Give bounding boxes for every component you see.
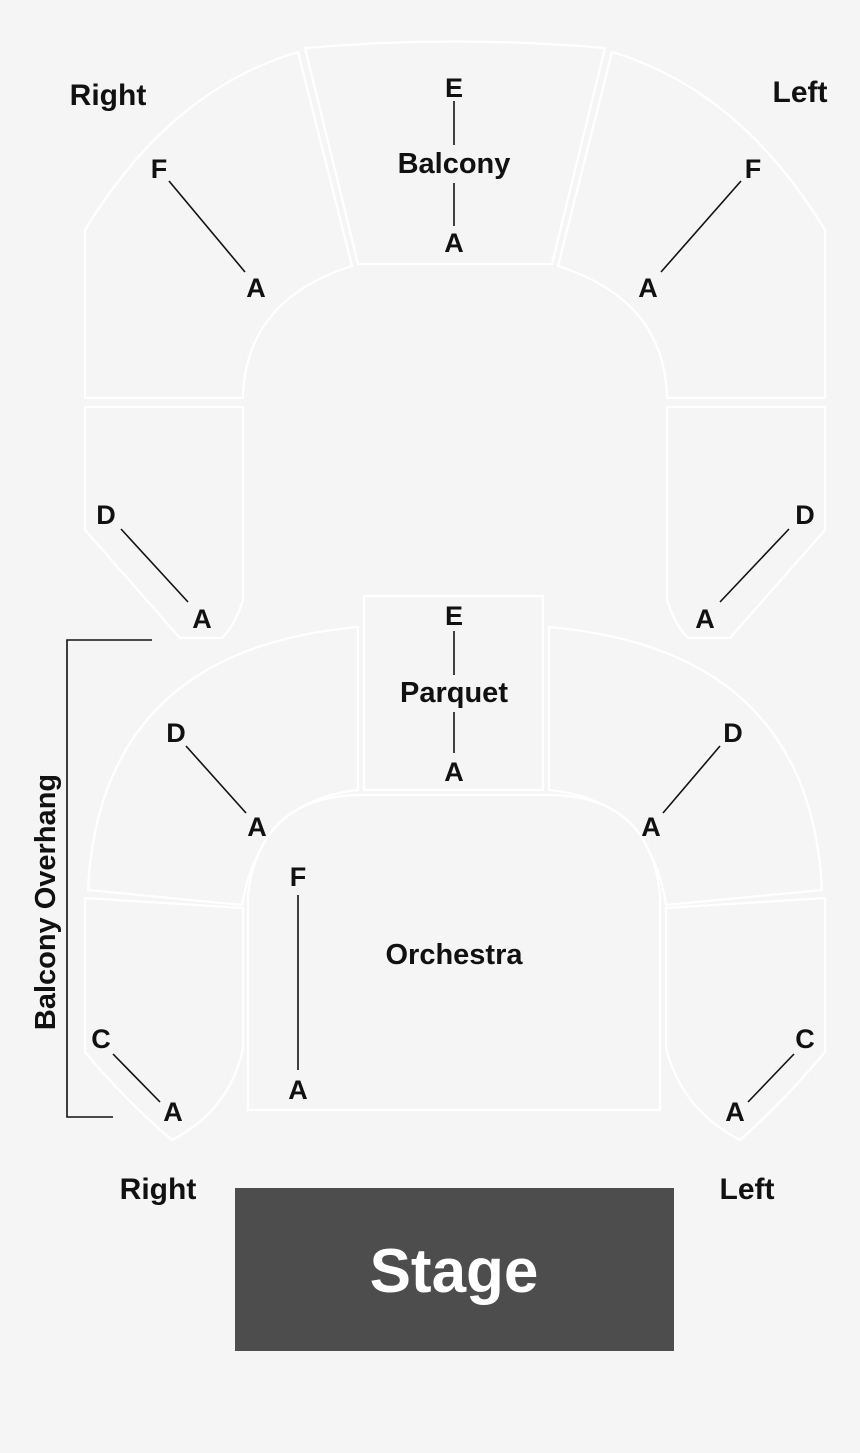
row-label-balcony-right-first: A [246,273,266,303]
row-label-balcony-box-left-last: D [795,500,815,530]
row-line-balcony-box-right [120,528,189,603]
row-label-balcony-left-last: F [745,154,762,184]
row-label-parquet-left-first: A [641,812,661,842]
row-label-balcony-box-right-last: D [96,500,116,530]
stage [235,1188,674,1351]
row-line-orchestra-box-right [112,1053,161,1103]
row-line-parquet-right [185,745,247,814]
parquet-label: Parquet [400,677,508,709]
row-label-balcony-right-last: F [151,154,168,184]
balcony-box-left-section[interactable] [665,405,827,640]
row-label-parquet-center-first: A [444,757,464,787]
row-label-parquet-right-last: D [166,718,186,748]
parquet-center-section[interactable] [362,594,545,792]
row-line-parquet-left [662,745,721,814]
row-label-balcony-left-first: A [638,273,658,303]
row-label-orchestra-box-right-first: A [163,1097,183,1127]
balcony-center-section[interactable] [303,40,607,266]
balcony-right-section[interactable] [83,50,354,400]
stage-label: Stage [370,1237,539,1306]
balcony-right-side-label: Right [70,79,147,112]
orchestra-box-left-section[interactable] [664,896,827,1142]
row-label-parquet-left-last: D [723,718,743,748]
row-line-balcony-box-left [719,528,790,603]
row-line-balcony-left [660,180,742,273]
balcony-left-section[interactable] [556,50,827,400]
balcony-overhang-label: Balcony Overhang [30,774,62,1030]
orchestra-center-section[interactable] [246,793,662,1112]
orchestra-box-right-section[interactable] [83,896,245,1142]
balcony-left-side-label: Left [773,76,828,109]
row-label-orchestra-center-first: A [288,1075,308,1105]
row-label-orchestra-box-right-last: C [91,1024,111,1054]
row-label-balcony-box-right-first: A [192,604,212,634]
orchestra-label: Orchestra [385,939,523,971]
row-label-orchestra-center-last: F [290,862,307,892]
row-line-balcony-right [168,180,246,273]
orchestra-left-side-label: Left [720,1173,775,1206]
row-label-parquet-right-first: A [247,812,267,842]
balcony-overhang-bracket [66,639,152,1118]
row-label-balcony-box-left-first: A [695,604,715,634]
balcony-box-right-section[interactable] [83,405,245,640]
row-label-orchestra-box-left-first: A [725,1097,745,1127]
orchestra-right-side-label: Right [120,1173,197,1206]
row-line-orchestra-box-left [747,1053,795,1103]
row-label-orchestra-box-left-last: C [795,1024,815,1054]
balcony-label: Balcony [398,148,511,180]
row-label-parquet-center-last: E [445,601,463,631]
row-label-balcony-center-first: A [444,228,464,258]
row-label-balcony-center-last: E [445,73,463,103]
